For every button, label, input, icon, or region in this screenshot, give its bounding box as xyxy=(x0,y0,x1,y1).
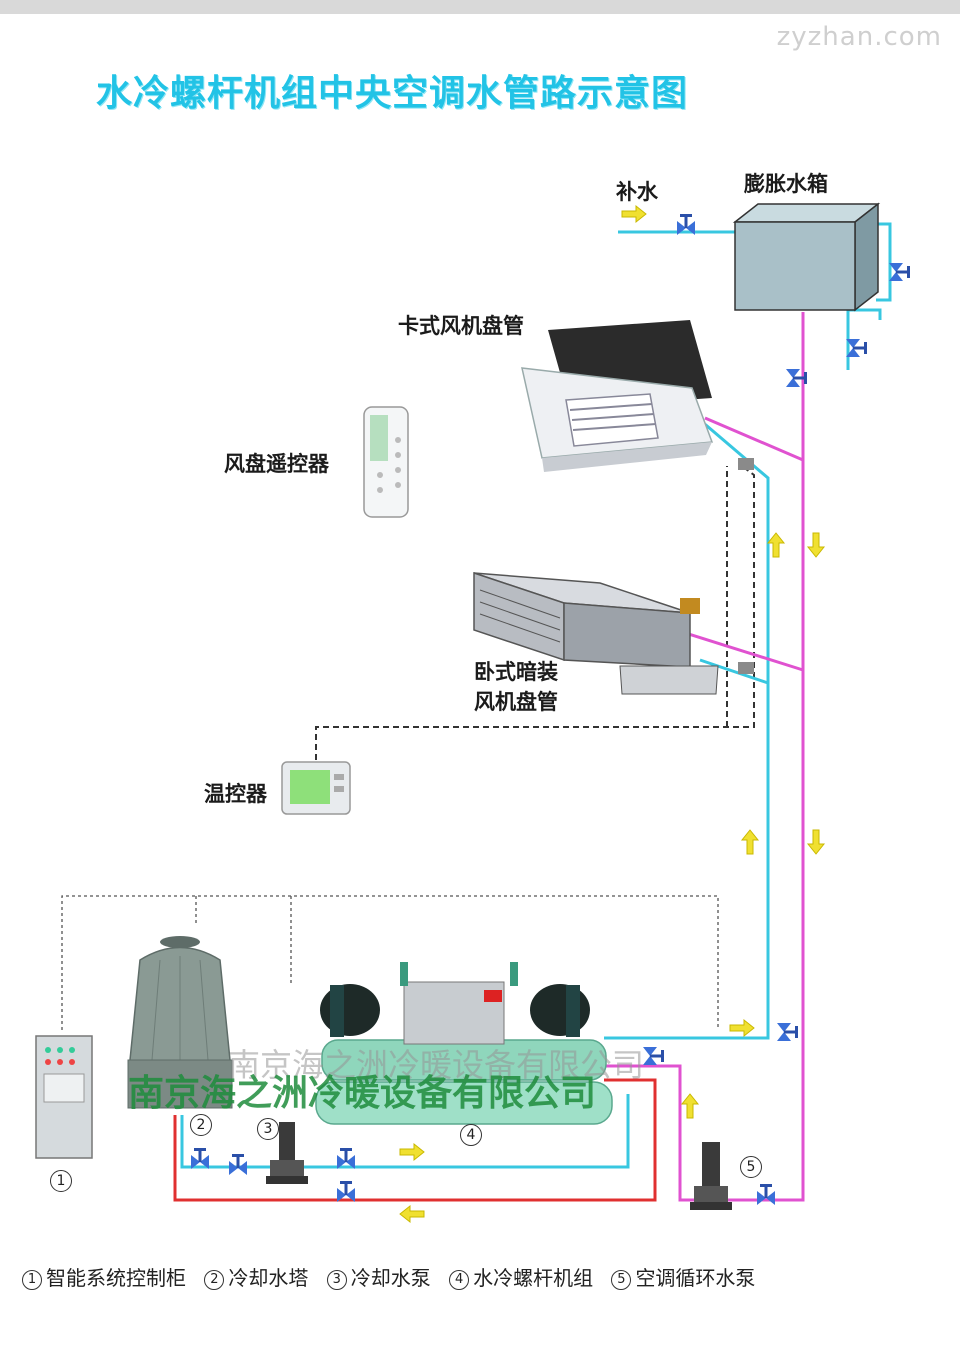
diagram-title: 水冷螺杆机组中央空调水管路示意图 xyxy=(96,73,689,114)
component-number-2: 2 xyxy=(190,1114,212,1136)
control-cabinet-drawing xyxy=(35,1035,93,1159)
control-wiring xyxy=(61,895,719,1030)
component-number-3: 3 xyxy=(257,1118,279,1140)
cassette-fcu-label: 卡式风机盘管 xyxy=(398,314,524,338)
chilled-supply-pipe xyxy=(604,222,892,1040)
cooling-water-pipe xyxy=(173,1078,657,1202)
expansion-tank-drawing xyxy=(732,202,881,312)
component-number-5: 5 xyxy=(740,1156,762,1178)
company-watermark-green: 南京海之洲冷暖设备有限公司 xyxy=(128,1072,597,1114)
remote-label: 风盘遥控器 xyxy=(224,452,329,476)
expansion-tank-label: 膨胀水箱 xyxy=(744,172,828,196)
component-number-4: 4 xyxy=(460,1124,482,1146)
thermostat-drawing xyxy=(281,761,351,815)
remote-drawing xyxy=(363,406,409,518)
site-watermark: zyzhan.com xyxy=(776,22,942,52)
circulation-pump-drawing xyxy=(690,1142,732,1210)
makeup-water-label: 补水 xyxy=(616,180,658,204)
screw-chiller-drawing xyxy=(315,962,613,1125)
ducted-fcu-drawing xyxy=(473,571,754,695)
cassette-fcu-drawing xyxy=(521,320,754,472)
thermostat-wiring xyxy=(315,465,755,760)
component-number-1: 1 xyxy=(50,1170,72,1192)
thermostat-label: 温控器 xyxy=(204,782,267,806)
cooling-tower-drawing xyxy=(127,936,233,1109)
cooling-pump-drawing xyxy=(266,1122,308,1184)
ducted-fcu-label-line1: 卧式暗装 xyxy=(474,660,558,684)
ducted-fcu-label-line2: 风机盘管 xyxy=(474,690,558,714)
company-watermark-gray: 南京海之洲冷暖设备有限公司 xyxy=(228,1046,645,1084)
